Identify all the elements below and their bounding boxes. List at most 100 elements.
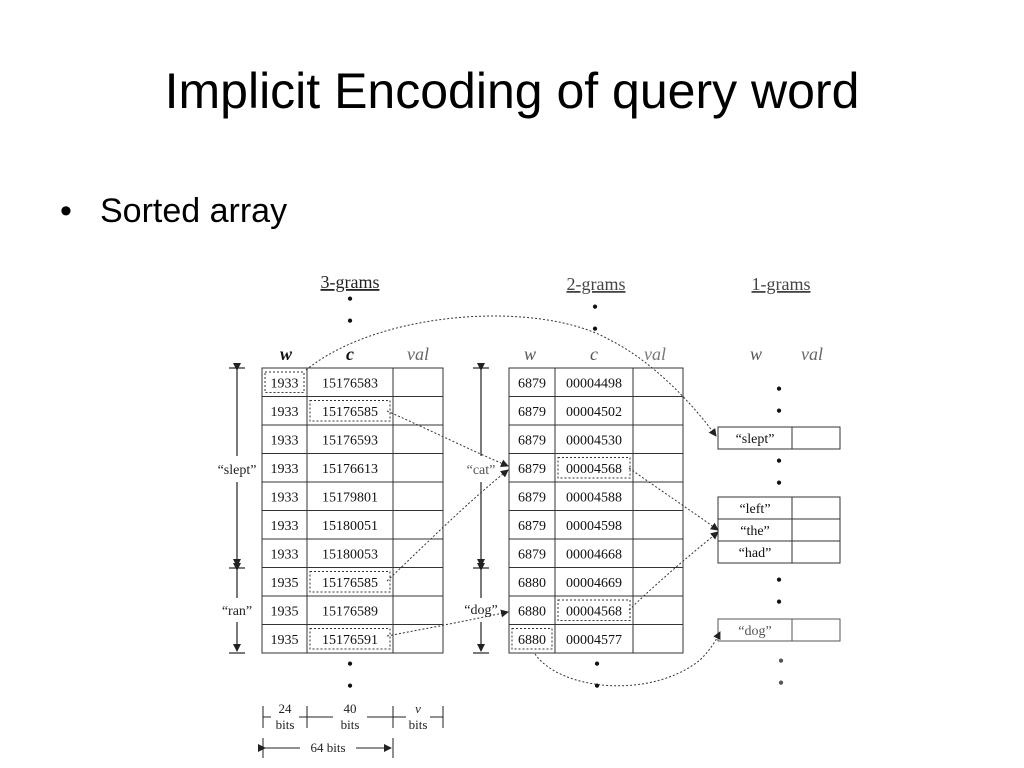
arrow-15176585b-to-6879 — [386, 469, 509, 582]
trigram-header-c: c — [346, 344, 354, 364]
bigram-group-label: “cat” — [467, 463, 496, 478]
bit-width-legend: 24 bits 40 bits v bits 64 bits — [258, 701, 444, 758]
bigram-cell — [632, 567, 684, 597]
trigram-row: 1933 15180051 — [261, 510, 444, 540]
bigram-c-value: 00004530 — [566, 433, 622, 448]
unigram-row-dog: “dog” — [717, 618, 841, 642]
bigram-w-value: 6880 — [518, 576, 546, 591]
unigram-row-left: “left” — [717, 496, 841, 520]
bigram-c-value: 00004568 — [566, 604, 622, 619]
trigram-c-value: 15176585 — [322, 405, 378, 420]
bigram-w-value: 6879 — [518, 433, 546, 448]
bigram-dot: • — [592, 297, 598, 317]
unigram-dot: • — [776, 401, 782, 421]
bigram-c-value: 00004498 — [566, 376, 622, 391]
slide-title: Implicit Encoding of query word — [164, 63, 860, 119]
bits-v-unit: bits — [409, 717, 428, 732]
bigram-c-value: 00004598 — [566, 519, 622, 534]
unigram-dot: • — [776, 451, 782, 471]
trigram-c-value: 15176593 — [322, 433, 378, 448]
bigram-cell — [632, 510, 684, 540]
trigram-header-w: w — [280, 344, 293, 364]
unigram-dot: • — [776, 379, 782, 399]
bigram-cell — [632, 424, 684, 454]
trigram-c-value: 15180051 — [322, 519, 378, 534]
bigram-highlight-box — [511, 628, 553, 650]
trigram-cell — [392, 424, 444, 454]
trigram-w-value: 1935 — [271, 604, 299, 619]
bigram-cell — [632, 453, 684, 483]
unigram-word: “the” — [740, 524, 770, 539]
bigram-row: 6879 00004498 — [508, 367, 684, 397]
bigram-header-val: val — [644, 344, 666, 364]
bigram-group-dog: “dog” — [464, 563, 498, 654]
bigram-dot: • — [594, 676, 600, 696]
bullet-text: Sorted array — [100, 192, 288, 230]
unigram-row-slept: “slept” — [717, 426, 841, 450]
bullet-mark: • — [60, 192, 72, 230]
bits-w-number: 24 — [279, 701, 293, 716]
trigram-cell — [392, 510, 444, 540]
unigram-dot: • — [776, 473, 782, 493]
bigram-cell — [632, 538, 684, 568]
trigram-c-value: 15180053 — [322, 547, 378, 562]
bigram-group-label: “dog” — [464, 603, 497, 618]
bigram-row: 6880 00004669 — [508, 567, 684, 597]
trigram-w-value: 1933 — [271, 376, 299, 391]
arrow-00004568-to-left — [628, 467, 719, 531]
bigram-group-cat: “cat” — [467, 363, 496, 569]
bigram-w-value: 6880 — [518, 633, 546, 648]
pointer-arrows — [305, 315, 721, 687]
bigram-c-value: 00004588 — [566, 490, 622, 505]
trigram-cell — [392, 567, 444, 597]
trigram-header-val: val — [407, 344, 429, 364]
trigram-group-label: “slept” — [218, 463, 257, 478]
bigram-c-value: 00004669 — [566, 576, 622, 591]
bigram-w-value: 6879 — [518, 490, 546, 505]
trigram-cell — [392, 538, 444, 568]
trigram-c-value: 15176585 — [322, 576, 378, 591]
trigram-w-value: 1933 — [271, 462, 299, 477]
trigram-cell — [392, 396, 444, 426]
trigram-dot: • — [347, 654, 353, 674]
bigram-w-value: 6879 — [518, 462, 546, 477]
trigram-row: 1935 15176585 — [261, 567, 444, 597]
bigram-w-value: 6879 — [518, 405, 546, 420]
trigram-group-ran: “ran” — [222, 563, 252, 654]
unigram-row-the: “the” — [717, 518, 841, 542]
trigram-row: 1933 15180053 — [261, 538, 444, 568]
trigram-cell — [392, 481, 444, 511]
trigram-cell — [392, 367, 444, 397]
bigram-w-value: 6879 — [518, 376, 546, 391]
trigram-c-value: 15176591 — [322, 633, 378, 648]
bigram-w-value: 6879 — [518, 547, 546, 562]
bigram-highlight-box — [557, 599, 631, 621]
trigram-w-value: 1935 — [271, 633, 299, 648]
bigram-c-value: 00004577 — [566, 633, 622, 648]
trigram-row: 1935 15176591 — [261, 624, 444, 654]
arrow-15176585-to-6879 — [386, 410, 509, 467]
trigram-w-value: 1933 — [271, 519, 299, 534]
unigram-header-w: w — [750, 344, 762, 364]
unigram-dot: • — [776, 570, 782, 590]
bigram-title: 2-grams — [567, 274, 626, 294]
trigram-w-value: 1935 — [271, 576, 299, 591]
bigram-row: 6879 00004588 — [508, 481, 684, 511]
trigram-w-value: 1933 — [271, 490, 299, 505]
unigram-word: “left” — [739, 502, 770, 517]
trigram-c-value: 15179801 — [322, 490, 378, 505]
trigram-w-value: 1933 — [271, 405, 299, 420]
unigram-dot: • — [776, 592, 782, 612]
trigram-w-value: 1933 — [271, 547, 299, 562]
bigram-dot: • — [592, 319, 598, 339]
arrow-6880-to-dog — [534, 631, 721, 687]
